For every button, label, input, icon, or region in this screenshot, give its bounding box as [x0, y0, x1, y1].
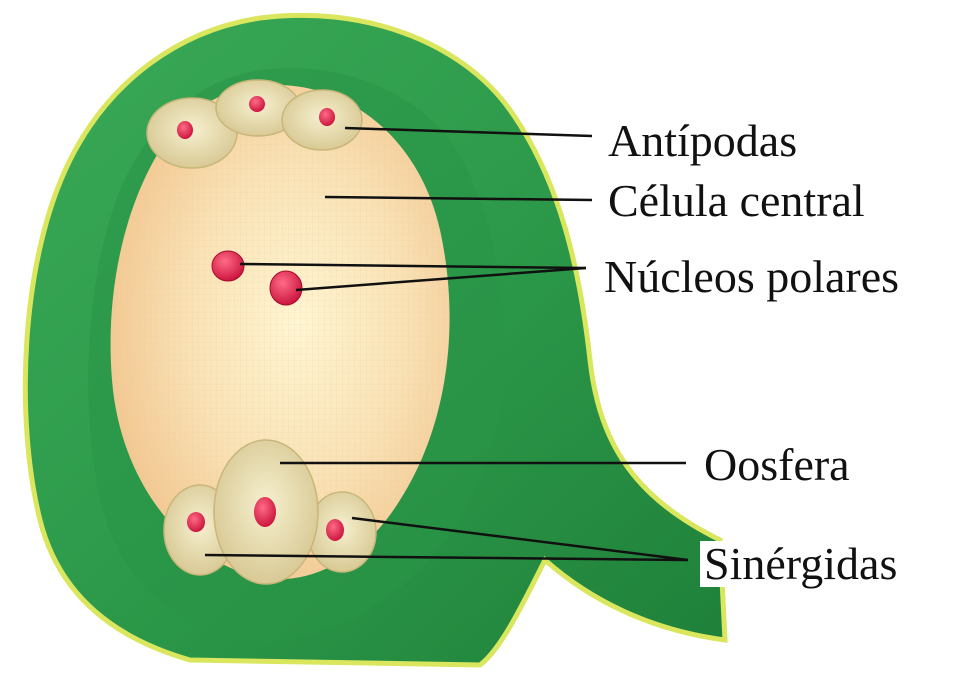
label-sinergidas: Sinérgidas [700, 541, 901, 587]
label-antipodas: Antípodas [604, 118, 801, 164]
label-oosfera: Oosfera [700, 442, 854, 488]
label-nucleos-polares: Núcleos polares [600, 254, 903, 300]
label-celula-central: Célula central [604, 178, 869, 224]
